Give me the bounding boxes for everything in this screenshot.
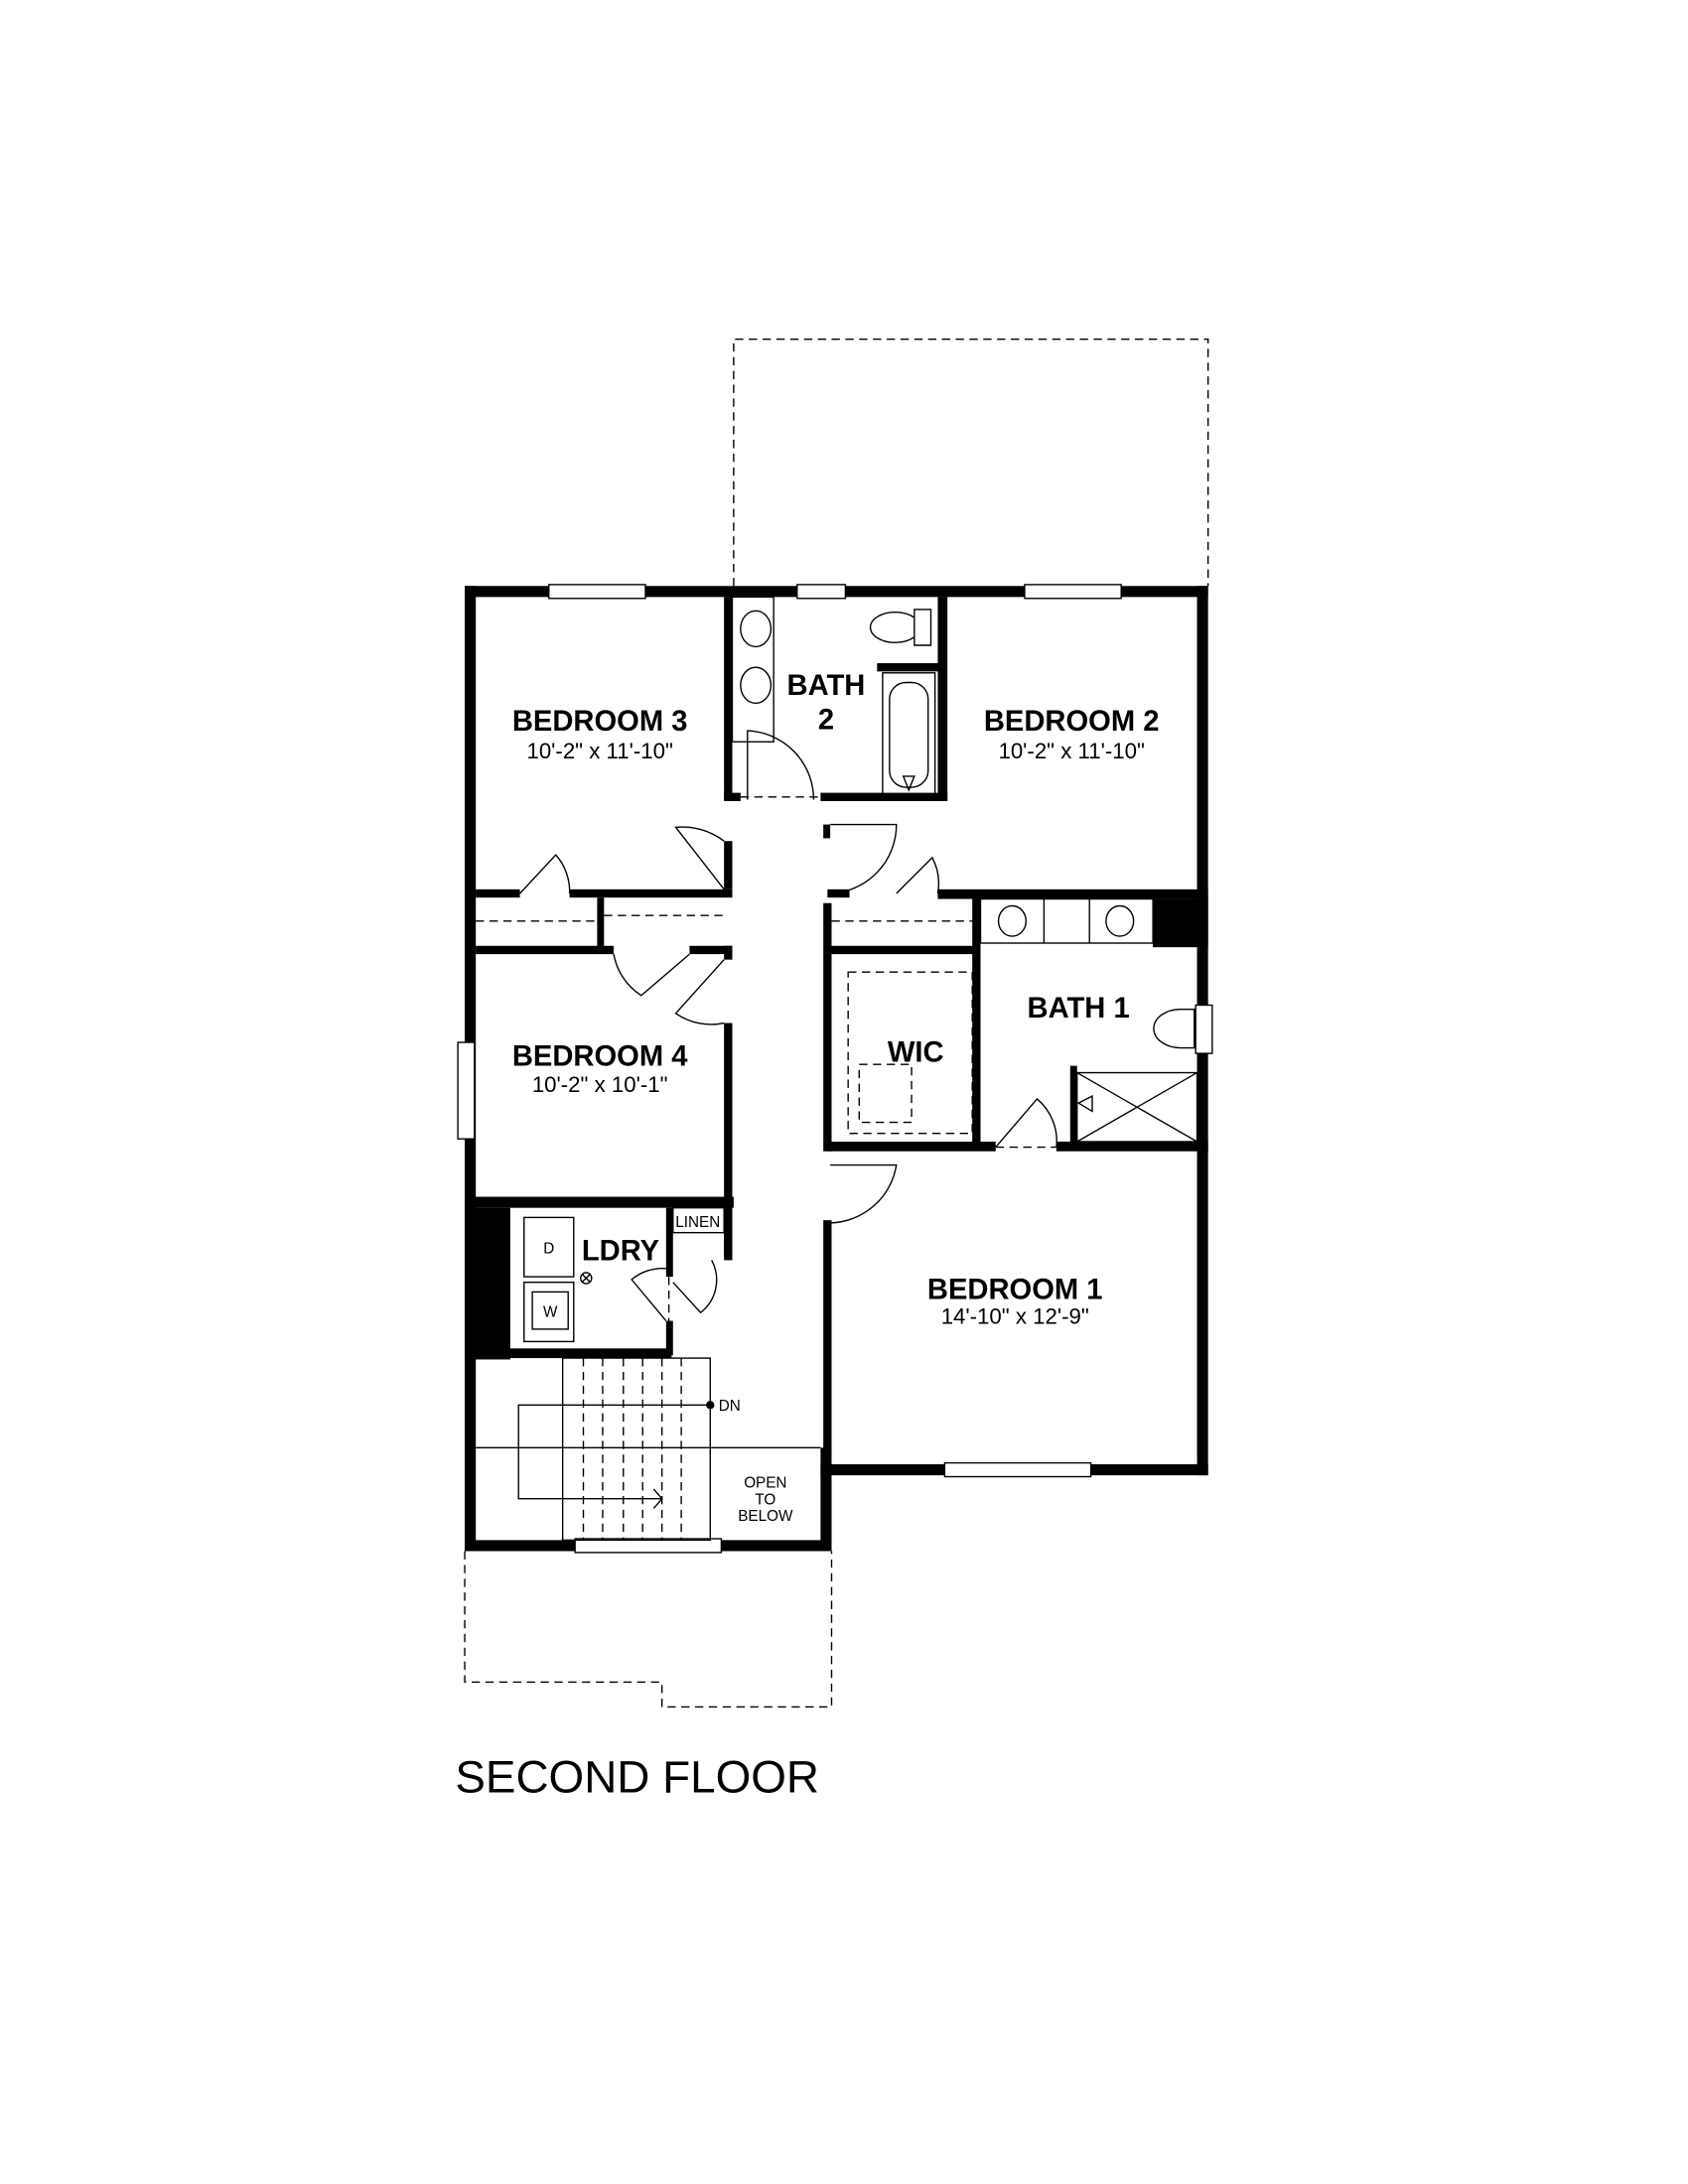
washer-label: W [543,1303,558,1320]
sink-icon [1105,904,1135,937]
bedroom2-dims: 10'-2" x 11'-10" [998,739,1144,763]
labels: BEDROOM 3 10'-2" x 11'-10" BATH 2 BEDROO… [455,670,1159,1803]
bath1-label: BATH 1 [1028,993,1130,1024]
wic-label: WIC [888,1036,944,1068]
linen-label: LINEN [675,1214,720,1231]
washer-icon [523,1281,575,1343]
upper-dashed-outline [733,338,1209,587]
bedroom3-dims: 10'-2" x 11'-10" [526,739,672,763]
fixtures [476,596,1198,1343]
toilet-icon [1153,1008,1196,1049]
stair-arrow-icon [517,1404,711,1509]
dryer-icon [523,1216,575,1278]
stairs-down-label: DN [719,1398,741,1415]
bath2-label: BATH [787,670,866,702]
open-to-below-line3: BELOW [738,1508,793,1525]
bedroom4-label: BEDROOM 4 [512,1041,688,1073]
bath2-number: 2 [818,705,834,737]
doors [519,730,1057,1349]
sink-icon [740,666,773,705]
bedroom4-dims: 10'-2" x 10'-1" [532,1072,668,1097]
staircase [476,1357,821,1542]
sink-icon [740,610,773,648]
sink-icon [997,904,1028,937]
dryer-label: D [543,1241,554,1258]
lower-dashed-outline [464,1551,833,1708]
bedroom1-label: BEDROOM 1 [927,1274,1103,1305]
bedroom1-dims: 14'-10" x 12'-9" [941,1303,1089,1328]
bedroom3-label: BEDROOM 3 [512,706,688,738]
open-to-below-line1: OPEN [744,1475,786,1492]
bathtub-icon [889,681,929,788]
bedroom2-label: BEDROOM 2 [984,706,1160,738]
windows [457,584,1213,1554]
floor-title: SECOND FLOOR [455,1752,819,1803]
laundry-label: LDRY [582,1235,659,1267]
shower-icon [1076,1071,1198,1143]
toilet-icon [869,609,932,646]
valve-icon [580,1272,593,1285]
open-to-below-line2: TO [755,1491,775,1508]
